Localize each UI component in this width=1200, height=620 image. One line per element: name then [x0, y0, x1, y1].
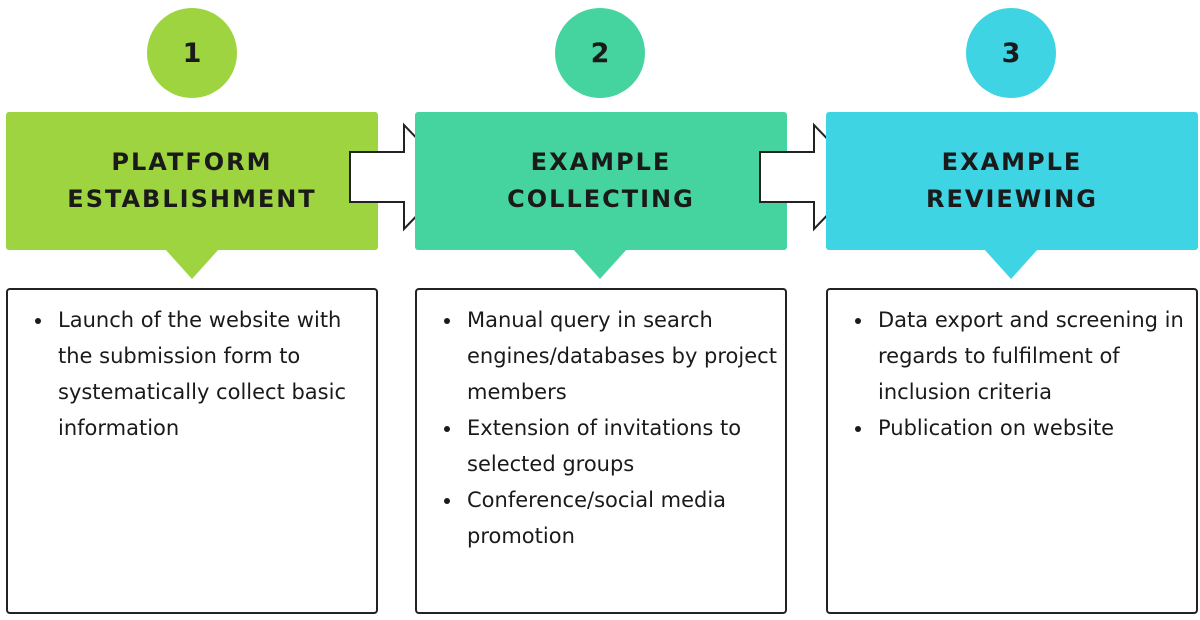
step-3-pointer [984, 249, 1038, 279]
step-1-header: PLATFORM ESTABLISHMENT [6, 112, 378, 250]
step-1-details-box: Launch of the website with the submissio… [6, 288, 378, 614]
step-2-bullet-3: Conference/social media promotion [463, 482, 777, 554]
step-1-pointer [165, 249, 219, 279]
step-1-bullet-1: Launch of the website with the submissio… [54, 302, 368, 446]
step-3-bullet-2: Publication on website [874, 410, 1188, 446]
step-2-number-badge: 2 [555, 8, 645, 98]
step-1: 1 PLATFORM ESTABLISHMENT Launch of the w… [6, 0, 378, 620]
step-2-title: EXAMPLE COLLECTING [507, 147, 695, 213]
step-2: 2 EXAMPLE COLLECTING Manual query in sea… [415, 0, 787, 620]
step-3-header: EXAMPLE REVIEWING [826, 112, 1198, 250]
step-2-header: EXAMPLE COLLECTING [415, 112, 787, 250]
step-3: 3 EXAMPLE REVIEWING Data export and scre… [826, 0, 1198, 620]
step-2-details-box: Manual query in search engines/databases… [415, 288, 787, 614]
step-3-title: EXAMPLE REVIEWING [926, 147, 1098, 213]
step-2-bullet-2: Extension of invitations to selected gro… [463, 410, 777, 482]
step-3-details-box: Data export and screening in regards to … [826, 288, 1198, 614]
step-1-title: PLATFORM ESTABLISHMENT [67, 147, 317, 213]
step-2-pointer [573, 249, 627, 279]
step-2-bullet-1: Manual query in search engines/databases… [463, 302, 777, 410]
step-3-bullet-1: Data export and screening in regards to … [874, 302, 1188, 410]
step-1-number-badge: 1 [147, 8, 237, 98]
step-3-number-badge: 3 [966, 8, 1056, 98]
